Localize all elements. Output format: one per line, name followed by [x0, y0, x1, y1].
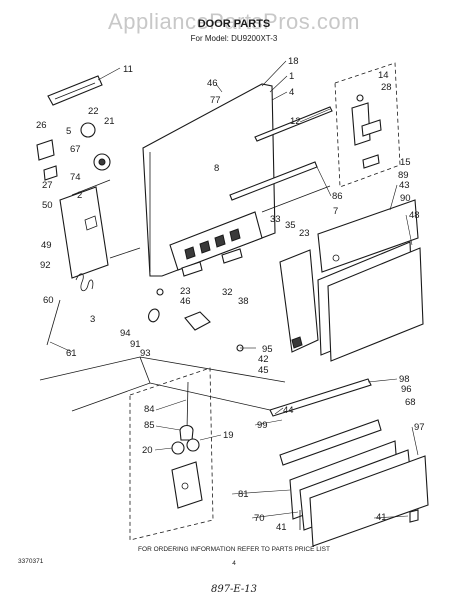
small-fasteners: [148, 288, 244, 352]
callout-38: 38: [238, 296, 249, 307]
callout-5: 5: [66, 126, 71, 137]
callout-12: 12: [290, 116, 301, 127]
callout-81: 81: [238, 489, 249, 500]
callout-8: 8: [214, 163, 219, 174]
callout-99: 99: [257, 420, 268, 431]
callout-60: 60: [43, 295, 54, 306]
callout-86: 86: [332, 191, 343, 202]
callout-7: 7: [333, 206, 338, 217]
callout-61: 61: [66, 348, 77, 359]
callout-22: 22: [88, 106, 99, 117]
callout-93: 93: [140, 348, 151, 359]
exploded-view-lines: [39, 247, 286, 412]
callout-26: 26: [36, 120, 47, 131]
callout-97: 97: [414, 422, 425, 433]
handwritten-code: 897-E-13: [211, 584, 257, 595]
callout-20: 20: [142, 445, 153, 456]
page-number: 4: [232, 560, 236, 567]
callout-41: 41: [276, 522, 287, 533]
callout-42: 42: [258, 354, 269, 365]
callout-23: 23: [299, 228, 310, 239]
callout-49: 49: [41, 240, 52, 251]
callout-85: 85: [144, 420, 155, 431]
callout-11: 11: [123, 64, 133, 75]
callout-48: 48: [409, 210, 420, 221]
callout-32: 32: [222, 287, 233, 298]
callout-77: 77: [210, 95, 221, 106]
outer-door-panels: [279, 199, 424, 362]
callout-84: 84: [144, 404, 155, 415]
callout-90: 90: [400, 193, 411, 204]
control-panel-components: [169, 211, 263, 277]
dispenser-detail-box: [129, 367, 214, 541]
callout-67: 67: [70, 144, 81, 155]
callout-27: 27: [42, 180, 53, 191]
callout-28: 28: [381, 82, 392, 93]
callout-19: 19: [223, 430, 234, 441]
callout-21: 21: [104, 116, 115, 127]
callout-98: 98: [399, 374, 410, 385]
watermark-text: AppliancePartsPros.com: [108, 9, 360, 34]
callout-91: 91: [130, 339, 141, 350]
callout-23b: 23: [180, 286, 191, 297]
door-rods: [229, 106, 333, 213]
callout-4: 4: [289, 87, 294, 98]
latch-strip-spring: [46, 179, 111, 346]
callout-43: 43: [399, 180, 410, 191]
hinge-detail-box: [334, 62, 401, 188]
callout-50: 50: [42, 200, 53, 211]
callout-96: 96: [401, 384, 412, 395]
diagram-title: DOOR PARTS: [198, 18, 271, 30]
callout-95: 95: [262, 344, 273, 355]
callout-44: 44: [283, 405, 294, 416]
callout-18: 18: [288, 56, 299, 67]
callout-3: 3: [90, 314, 95, 325]
model-line: For Model: DU9200XT-3: [191, 34, 278, 43]
lower-panel-stack: [269, 378, 429, 547]
ordering-instruction: FOR ORDERING INFORMATION REFER TO PARTS …: [138, 546, 330, 553]
callout-35: 35: [285, 220, 296, 231]
callout-46b: 46: [180, 296, 191, 307]
callout-1: 1: [289, 71, 294, 82]
leader-lines: [49, 60, 419, 519]
callout-94: 94: [120, 328, 131, 339]
callout-2: 2: [77, 190, 82, 201]
callout-14: 14: [378, 70, 389, 81]
callout-70: 70: [254, 513, 265, 524]
callout-92: 92: [40, 260, 51, 271]
callout-46: 46: [207, 78, 218, 89]
callout-33: 33: [270, 214, 281, 225]
callout-15: 15: [400, 157, 411, 168]
callout-74: 74: [70, 172, 81, 183]
callout-45: 45: [258, 365, 269, 376]
callout-68: 68: [405, 397, 416, 408]
door-handle-parts: [36, 75, 111, 181]
document-number: 3370371: [18, 558, 44, 565]
callout-89: 89: [398, 170, 409, 181]
